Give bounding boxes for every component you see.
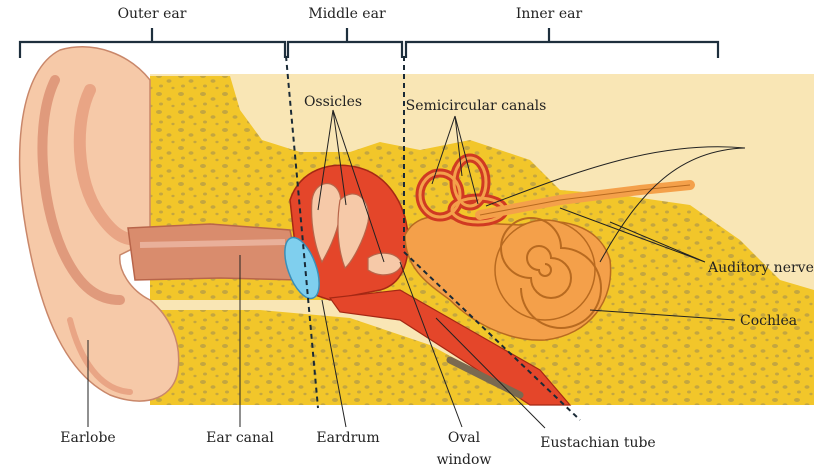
incus <box>337 193 370 270</box>
outer-middle-divider <box>285 55 319 409</box>
ear-canal-label: Ear canal <box>206 430 274 446</box>
eardrum-membrane <box>284 236 320 300</box>
auditory-nerve-label: Auditory nerve <box>707 260 814 276</box>
outer-ear-title: Outer ear <box>118 6 187 22</box>
middle-ear-title: Middle ear <box>308 6 386 22</box>
eustachian-tube-shade <box>446 356 524 399</box>
antihelix <box>73 84 144 246</box>
eustachian-tube-leader <box>435 317 546 429</box>
oval-window-label-line2: window <box>437 452 492 468</box>
inner-ear-title: Inner ear <box>516 6 583 22</box>
inner-ear-bracket <box>404 28 720 58</box>
ear-canal-highlight <box>139 239 286 248</box>
eustachian-tube-shape <box>328 289 572 406</box>
cochlea-leader <box>589 309 736 321</box>
ossicles-leader <box>317 109 385 263</box>
earlobe-label: Earlobe <box>60 430 115 446</box>
earlobe-shape <box>67 317 133 395</box>
semicircular-canals-label: Semicircular canals <box>406 98 547 114</box>
cochlea-outer <box>494 219 596 321</box>
auditory-nerve-leader <box>559 207 706 263</box>
middle-inner-divider-lower <box>403 251 581 421</box>
cochlea-spiral <box>500 217 602 329</box>
eardrum-label: Eardrum <box>316 430 379 446</box>
lower-bone <box>150 310 540 405</box>
semicircular-canals-leader <box>431 115 479 205</box>
ossicles-label: Ossicles <box>304 94 362 110</box>
eustachian-tube-label: Eustachian tube <box>540 435 655 451</box>
ear-canal <box>127 223 301 281</box>
cochlea-label: Cochlea <box>740 313 797 329</box>
auditory-nerve-leader-upper <box>485 146 746 263</box>
oval-window-label-line1: Oval <box>448 430 481 446</box>
stapes <box>367 252 403 276</box>
oval-window-leader <box>399 261 463 428</box>
outer-ear-bracket <box>18 28 287 58</box>
middle-ear-bracket <box>286 28 404 58</box>
pinna-fold <box>37 75 125 305</box>
eardrum-leader <box>321 299 347 428</box>
